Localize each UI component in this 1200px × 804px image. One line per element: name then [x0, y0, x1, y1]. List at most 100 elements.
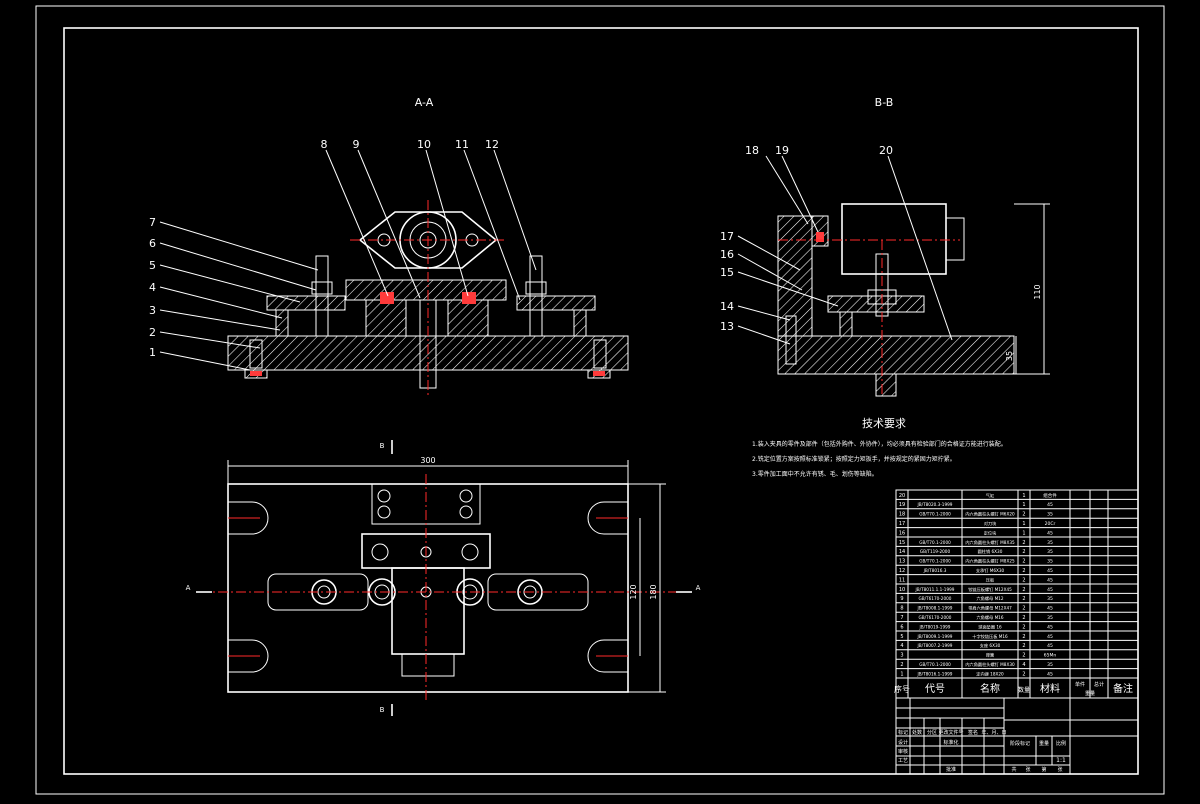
section-bb-view: B-B 110 35 18 1 [720, 96, 1050, 397]
plan-view: 300 180 120 A A B B [186, 440, 701, 716]
bom-cell-mat: 20Cr [1045, 521, 1056, 527]
bb-cylinder-body [841, 203, 947, 275]
bom-cell-qty: 2 [1022, 624, 1025, 630]
bom-cell-seq: 19 [899, 502, 905, 508]
bom-cell-name: 压板 [986, 576, 995, 583]
tb-date: 年、月、日 [981, 729, 1006, 736]
bom-cell-code: GB/T70.1-2000 [919, 512, 951, 517]
bom-cell-seq: 11 [899, 577, 905, 583]
aa-clamp-block-right [447, 299, 489, 337]
tb-count: 处数 [912, 729, 922, 736]
aa-nut-right [525, 281, 547, 295]
bom-cell-mat: 65Mn [1044, 653, 1057, 659]
bom-cell-name: 内六角圆柱头螺钉 M8X35 [965, 539, 1015, 546]
bom-cell-name: 支座 6X30 [980, 642, 1001, 649]
bom-cell-name: 十字铰链压板 M16 [972, 633, 1008, 640]
bom-cell-qty: 1 [1022, 502, 1025, 508]
bom-cell-mat: 35 [1047, 540, 1053, 546]
bom-cell-mat: 35 [1047, 662, 1053, 668]
aa-nut-10 [462, 292, 476, 304]
aa-balloon-4: 4 [149, 281, 156, 294]
aa-balloon-3: 3 [149, 304, 156, 317]
aa-workpiece-top [345, 279, 507, 301]
bom-cell-name: 支承钉 M6X30 [976, 567, 1005, 574]
aa-balloon-2: 2 [149, 326, 156, 339]
aa-balloon-6: 6 [149, 237, 156, 250]
aa-stud-right [529, 255, 543, 337]
bom-cell-name: 铰链压板螺钉 M12X45 [968, 586, 1012, 593]
bb-base-plate [777, 335, 1015, 375]
bom-cell-seq: 9 [900, 596, 903, 602]
tech-title: 技术要求 [862, 417, 906, 430]
tech-line-2: 2.铣定位置方案按照标准锁紧；按照定力矩扳手，并按规定的紧固力矩拧紧。 [752, 455, 956, 463]
bom-cell-code: JB/T8009.1-1999 [917, 634, 953, 639]
bb-screw-13 [785, 315, 797, 365]
aa-key-left-mark [250, 371, 262, 376]
bom-h-qty: 数量 [1018, 686, 1030, 694]
aa-balloon-11: 11 [455, 138, 469, 151]
aa-balloon-12: 12 [485, 138, 499, 151]
bom-cell-qty: 2 [1022, 615, 1025, 621]
bom-cell-name: 六角螺母 M16 [976, 614, 1003, 621]
bom-cell-qty: 2 [1022, 671, 1025, 677]
bb-balloon-14: 14 [720, 300, 734, 313]
plan-height-outer-dim: 180 [649, 584, 658, 599]
tb-design: 设计 [898, 739, 908, 746]
bom-cell-mat: 45 [1047, 502, 1053, 508]
aa-balloon-1: 1 [149, 346, 156, 359]
tb-sheet-no: 第 [1041, 766, 1046, 773]
tb-zone: 分区 [927, 729, 937, 736]
plan-base-outline [227, 483, 629, 693]
bom-cell-seq: 12 [899, 568, 905, 574]
bb-balloon-16: 16 [720, 248, 734, 261]
aa-clamp-block-left [365, 299, 407, 337]
bom-cell-qty: 2 [1022, 568, 1025, 574]
tb-sheet: 张 [1025, 766, 1030, 773]
cut-b-bottom: B [380, 706, 385, 714]
bom-cell-qty: 2 [1022, 606, 1025, 612]
bom-cell-name: 带肩六角螺母 M12X47 [968, 605, 1012, 612]
bom-cell-mat: 组合件 [1043, 492, 1057, 499]
tb-approve: 批准 [946, 766, 956, 773]
bb-key [875, 373, 897, 397]
bom-cell-seq: 17 [899, 521, 905, 527]
bom-cell-qty: 1 [1022, 521, 1025, 527]
tb-sheet-label: 张 [1057, 766, 1062, 773]
bom-cell-mat: 45 [1047, 568, 1053, 574]
bom-cell-seq: 16 [899, 530, 905, 536]
bb-support [839, 311, 853, 337]
bom-cell-code: JB/T8008.1-1999 [917, 606, 953, 611]
bb-height-dim: 110 [1033, 284, 1042, 299]
bom-cell-code: GB/T6170-2000 [919, 615, 952, 620]
bom-cell-name: 弹簧 [986, 652, 994, 659]
aa-balloon-9: 9 [353, 138, 360, 151]
plan-slot-tl [228, 501, 269, 535]
aa-screw-left [249, 339, 263, 369]
bom-cell-qty: 2 [1022, 540, 1025, 546]
bb-balloon-20: 20 [879, 144, 893, 157]
tech-line-1: 1.装入夹具的零件及部件（包括外购件、外协件），均必须具有检验部门的合格证方能进… [752, 440, 1007, 448]
bom-cell-qty: 4 [1022, 662, 1025, 668]
aa-support-left [275, 309, 289, 337]
tb-standardize: 标准化 [943, 739, 958, 746]
bom-cell-code: JB/T8016.3 [923, 568, 947, 573]
section-aa-label: A-A [415, 96, 434, 109]
bom-cell-code: GB/T119-2000 [920, 549, 951, 554]
bom-cell-seq: 6 [900, 624, 903, 630]
section-bb-label: B-B [875, 96, 894, 109]
section-aa-view: A-A [149, 96, 629, 395]
bom-cell-qty: 2 [1022, 634, 1025, 640]
bom-cell-name: 六角螺母 M12 [976, 595, 1003, 602]
bb-base-dim: 35 [1005, 351, 1014, 361]
bom-cell-mat: 45 [1047, 634, 1053, 640]
bom-cell-mat: 45 [1047, 643, 1053, 649]
bb-screw-19 [816, 232, 824, 242]
bom-cell-code: JB/T8007.2-1999 [917, 643, 953, 648]
bom-cell-mat: 35 [1047, 615, 1053, 621]
sheet-outer-border [35, 5, 1165, 795]
aa-stud-left [315, 255, 329, 337]
bb-balloon-18: 18 [745, 144, 759, 157]
